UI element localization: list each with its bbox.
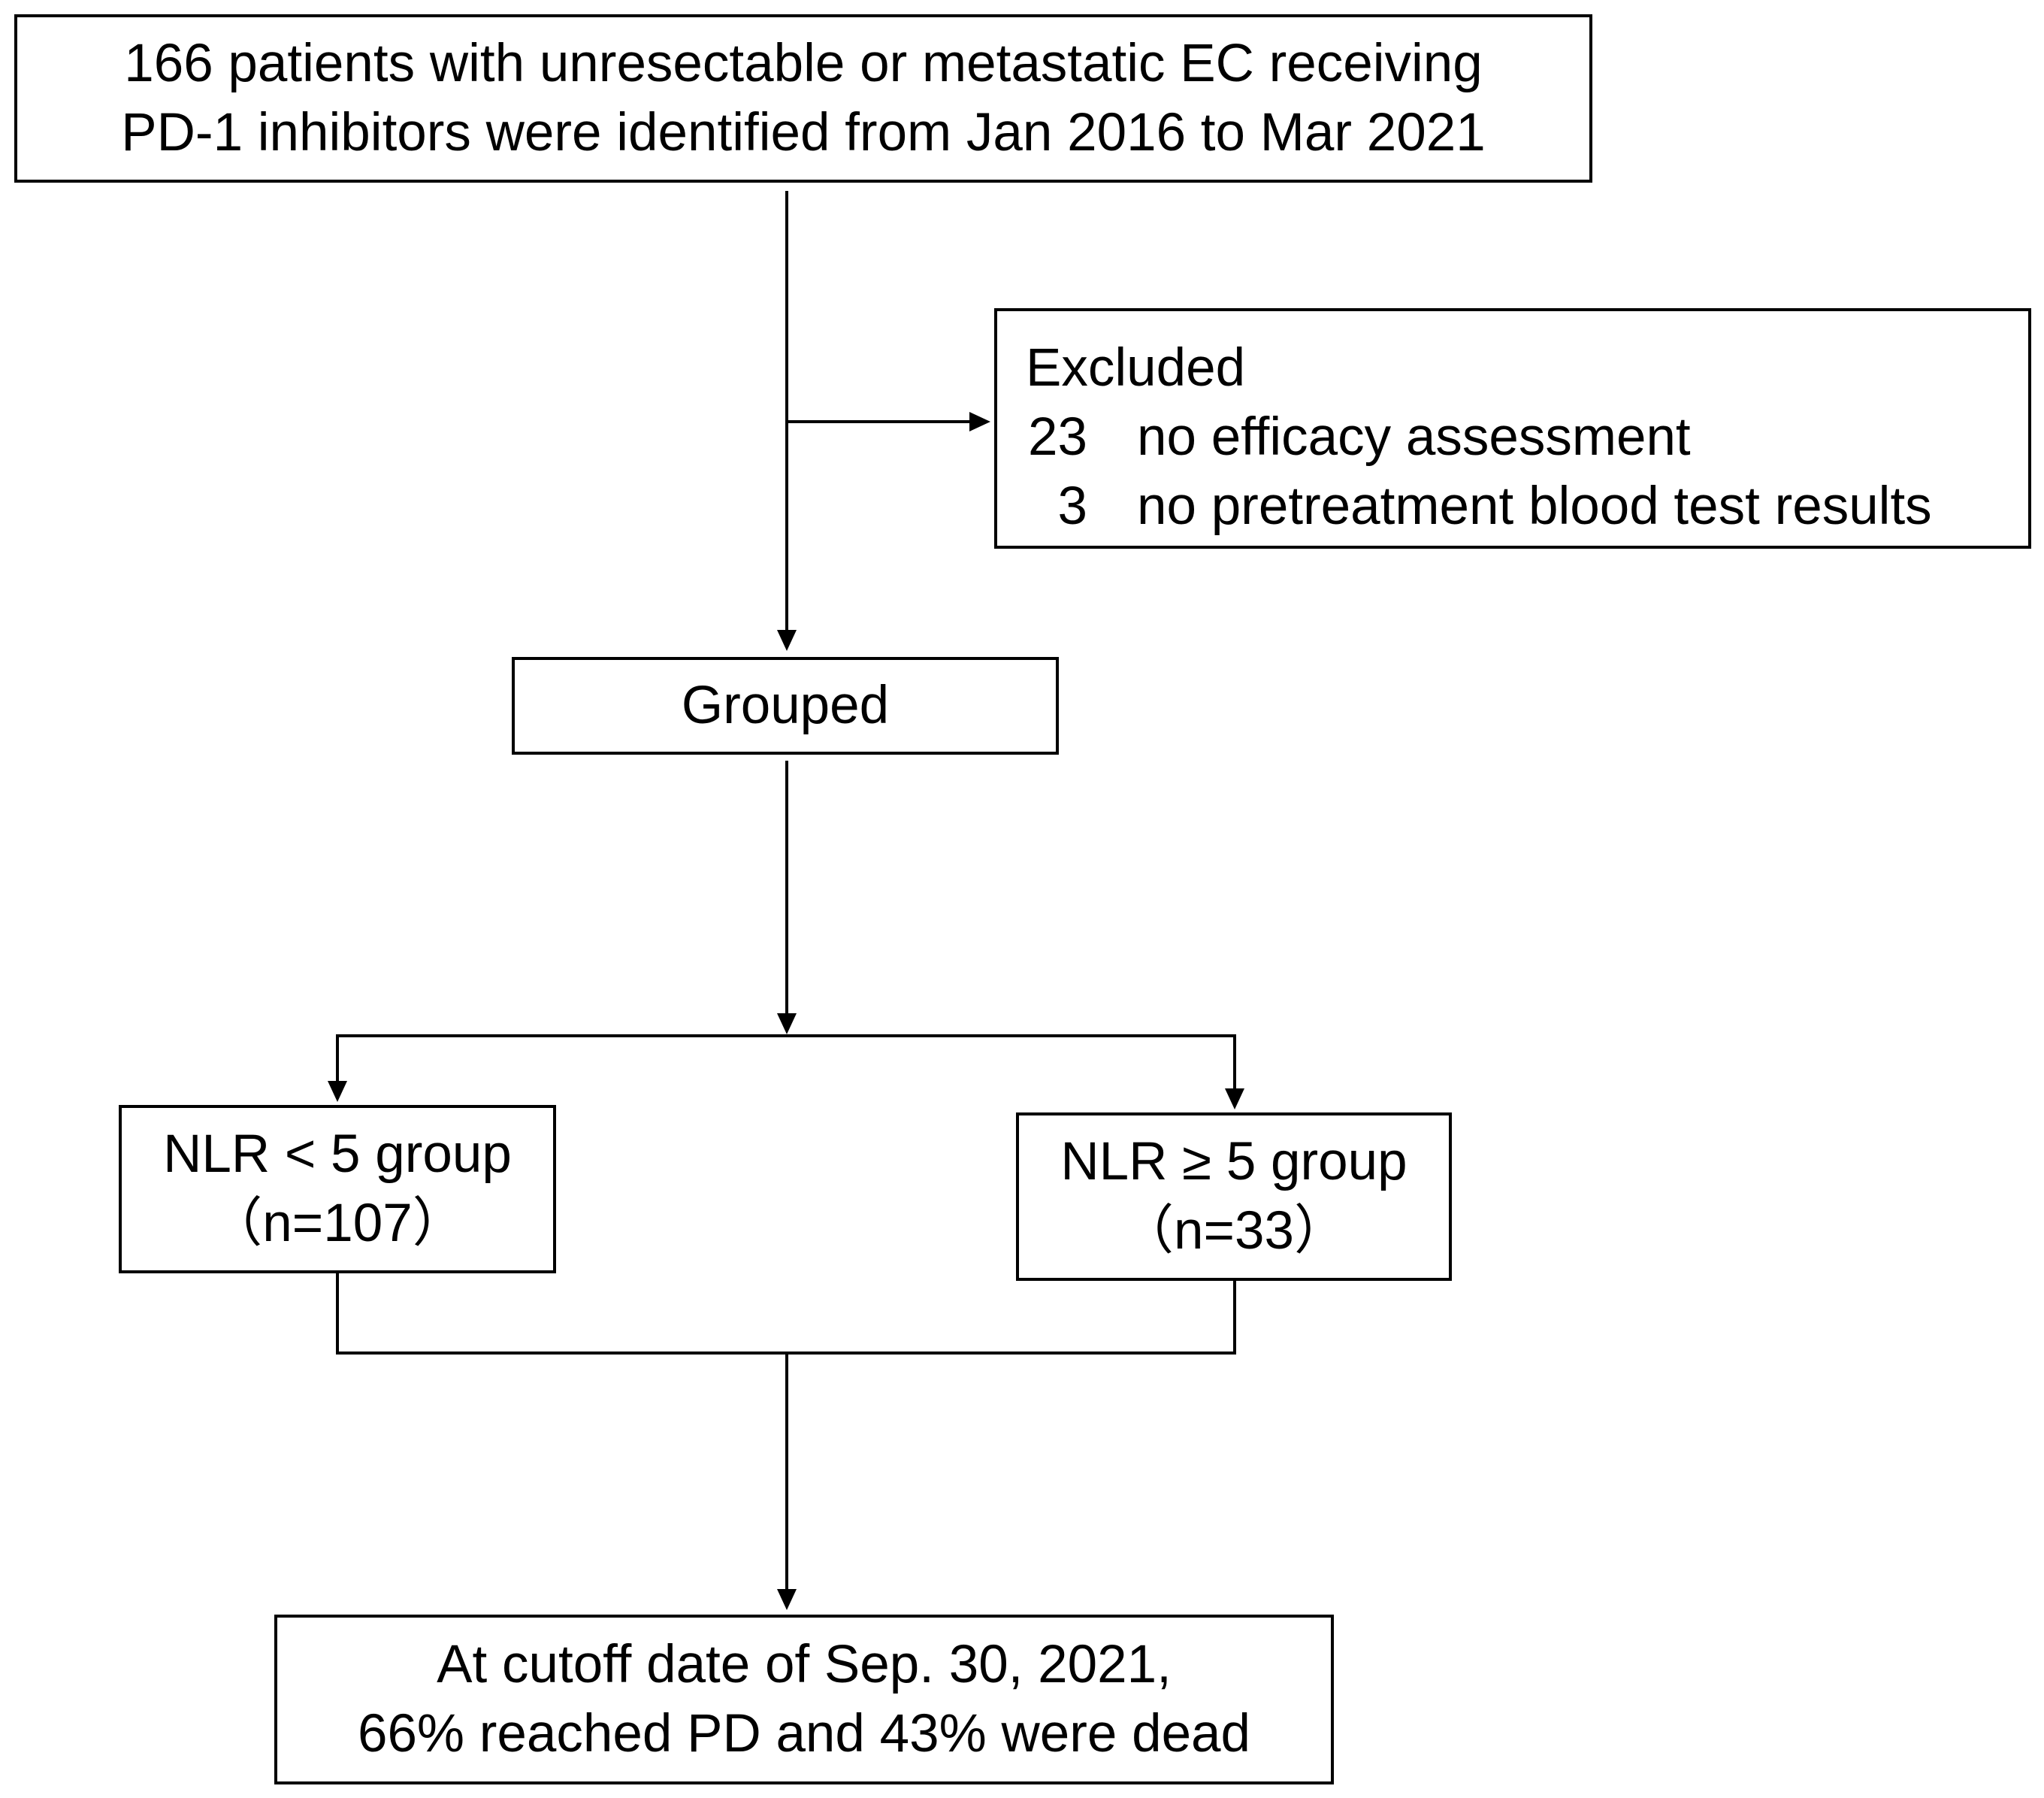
grouped-box: Grouped (512, 657, 1059, 755)
high-nlr-group-label: NLR ≥ 5 group (1060, 1132, 1408, 1191)
low-nlr-group-box: NLR < 5 group （n=107） (119, 1105, 556, 1273)
outcome-line-1: At cutoff date of Sep. 30, 2021, (437, 1635, 1172, 1694)
excluded-item-label: no pretreatment blood test results (1137, 477, 1932, 536)
source-line-1: 166 patients with unresectable or metast… (124, 34, 1483, 93)
arrowhead-grouped (777, 630, 797, 651)
arrowhead-low-nlr (328, 1081, 347, 1102)
arrowhead-split (777, 1013, 797, 1034)
arrowhead-high-nlr (1225, 1088, 1244, 1109)
excluded-title: Excluded (1026, 338, 1246, 398)
high-nlr-group-count: （n=33） (1120, 1201, 1347, 1261)
outcome-line-2: 66% reached PD and 43% were dead (357, 1704, 1251, 1763)
grouped-label: Grouped (681, 676, 890, 735)
excluded-item-count: 3 (1057, 477, 1088, 536)
high-nlr-group-box: NLR ≥ 5 group （n=33） (1016, 1112, 1452, 1281)
excluded-item-label: no efficacy assessment (1137, 407, 1691, 467)
source-population-box: 166 patients with unresectable or metast… (14, 14, 1592, 183)
excluded-box: Excluded 23 no efficacy assessment 3 no … (994, 308, 2031, 549)
low-nlr-group-count: （n=107） (209, 1194, 466, 1253)
low-nlr-group-label: NLR < 5 group (163, 1125, 512, 1184)
outcome-box: At cutoff date of Sep. 30, 2021, 66% rea… (274, 1615, 1334, 1784)
source-line-2: PD-1 inhibitors were identified from Jan… (121, 103, 1486, 162)
excluded-item-count: 23 (1028, 407, 1087, 467)
arrowhead-excluded (969, 412, 990, 431)
arrowhead-outcome (777, 1589, 797, 1610)
